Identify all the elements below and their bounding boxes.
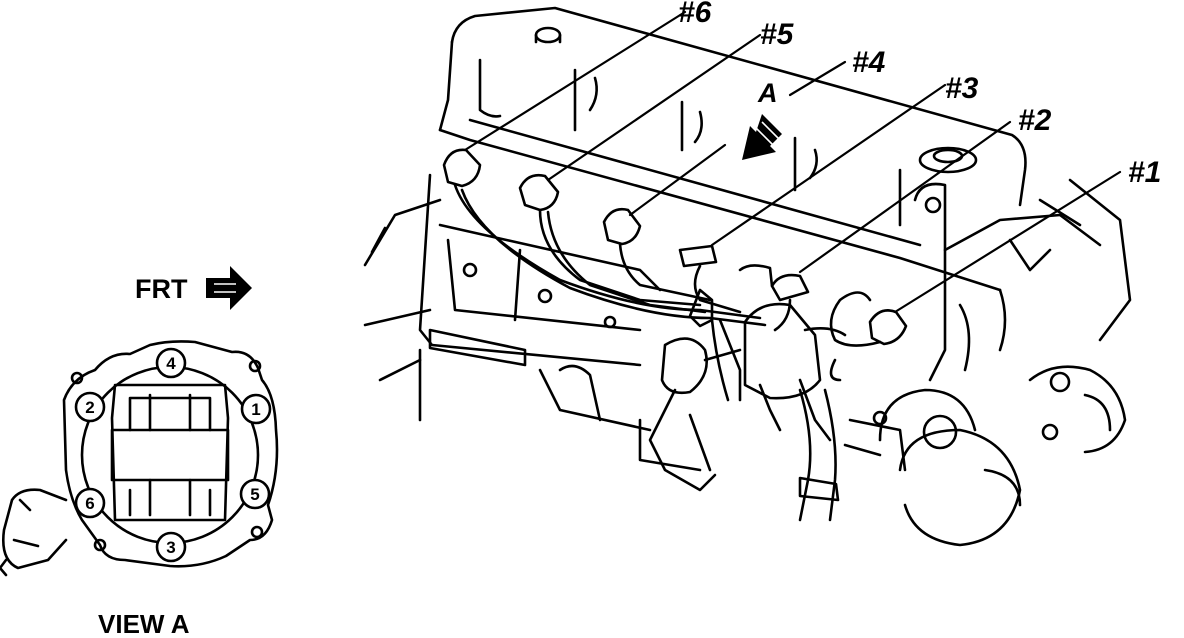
terminal-3-label: 3	[166, 538, 175, 557]
view-a-arrow	[742, 114, 782, 160]
terminal-6-icon	[74, 487, 106, 519]
spark-plug-wires	[442, 148, 908, 402]
terminal-1-icon	[240, 393, 272, 425]
terminal-1-label: 1	[251, 400, 260, 419]
cylinder-label-1: #1	[1128, 156, 1161, 189]
view-caption: VIEW A	[98, 609, 190, 638]
terminal-4-label: 4	[166, 354, 176, 373]
terminal-2-icon	[74, 391, 106, 423]
cylinder-label-3: #3	[945, 72, 979, 105]
distributor-terminals: 4 2 1 6 5 3	[74, 347, 272, 563]
terminal-4-icon	[155, 347, 187, 379]
terminal-5-icon	[239, 478, 271, 510]
terminal-3-icon	[155, 531, 187, 563]
engine-illustration	[363, 6, 1132, 547]
distributor-cap-view	[0, 340, 279, 577]
terminal-6-label: 6	[85, 494, 94, 513]
leader-lines	[463, 10, 1122, 314]
front-label: FRT	[135, 274, 188, 304]
view-marker-a: A	[757, 78, 778, 108]
cylinder-label-4: #4	[852, 46, 886, 79]
terminal-5-label: 5	[250, 485, 259, 504]
front-indicator: FRT	[135, 266, 252, 310]
front-arrow-icon	[206, 266, 252, 310]
cylinder-label-5: #5	[760, 18, 795, 51]
cylinder-label-2: #2	[1018, 104, 1052, 137]
terminal-2-label: 2	[85, 398, 94, 417]
cylinder-label-6: #6	[678, 0, 712, 29]
